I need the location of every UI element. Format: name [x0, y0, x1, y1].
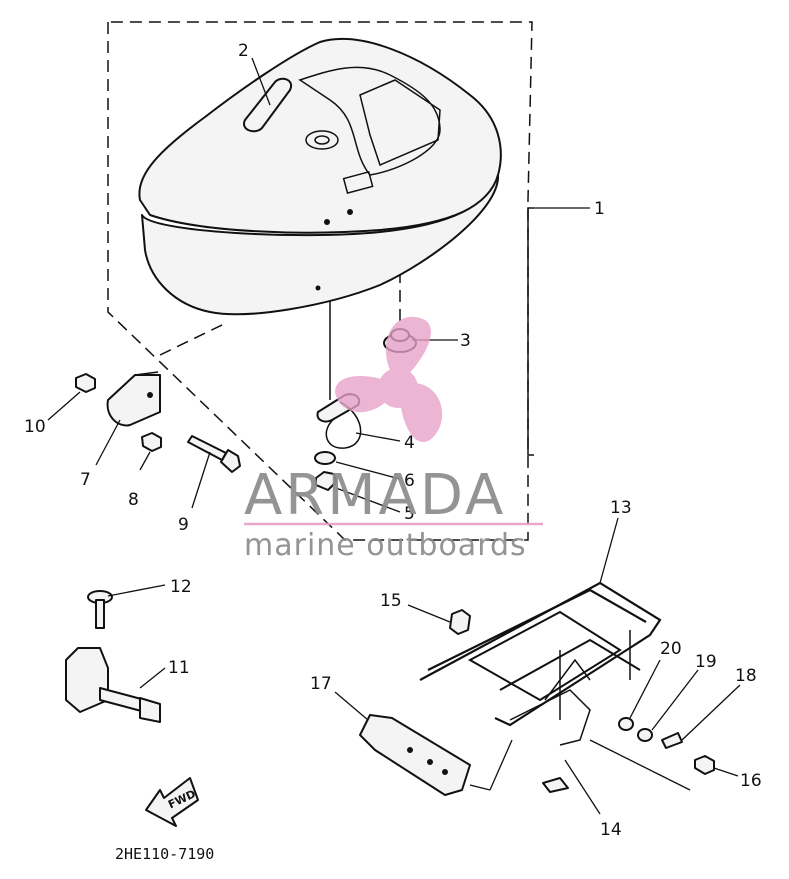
callout-12: 12 — [170, 577, 192, 597]
nut-part-8 — [141, 432, 162, 452]
hinge-bracket-part-7 — [106, 371, 161, 427]
armada-watermark: ARMADA marine outboards — [244, 316, 543, 563]
watermark-tagline: marine outboards — [244, 528, 527, 563]
cap-nut-part-16 — [694, 755, 715, 775]
callout-2: 2 — [238, 41, 249, 61]
callout-4: 4 — [404, 433, 415, 453]
leader-lines — [47, 57, 741, 815]
callout-1: 1 — [594, 199, 605, 219]
callout-bracket-1 — [527, 207, 590, 456]
callout-3: 3 — [460, 331, 471, 351]
callout-9: 9 — [178, 515, 189, 535]
callout-20: 20 — [660, 639, 682, 659]
bolt-part-18 — [661, 732, 683, 749]
callout-6: 6 — [404, 471, 415, 491]
washer-part-6 — [314, 451, 336, 465]
callout-16: 16 — [740, 771, 762, 791]
callout-19: 19 — [695, 652, 717, 672]
callout-10: 10 — [24, 417, 46, 437]
callout-14: 14 — [600, 820, 622, 840]
seat-lock-part-11 — [65, 647, 161, 723]
callout-15: 15 — [380, 591, 402, 611]
washer-part-19 — [637, 728, 653, 742]
fwd-arrow-icon: FWD — [145, 777, 199, 827]
carrier-rack-part-13 — [419, 581, 662, 746]
callout-7: 7 — [80, 470, 91, 490]
screw-part-12 — [87, 590, 113, 629]
callout-5: 5 — [404, 504, 415, 524]
drawing-code: 2HE110-7190 — [115, 845, 214, 863]
watermark-brand: ARMADA — [244, 463, 506, 528]
callout-labels: 1 2 3 4 5 6 7 8 9 10 11 12 13 14 15 16 1… — [24, 41, 762, 840]
callout-11: 11 — [168, 658, 190, 678]
spacer-part-15 — [449, 609, 471, 635]
callout-17: 17 — [310, 674, 332, 694]
seat-part-1 — [138, 38, 502, 316]
callout-18: 18 — [735, 666, 757, 686]
bolt-part-9 — [187, 435, 241, 473]
tail-cover-part-17 — [359, 714, 471, 796]
callout-8: 8 — [128, 490, 139, 510]
propeller-logo-icon — [335, 316, 443, 442]
nut-part-10 — [75, 373, 96, 393]
callout-13: 13 — [610, 498, 632, 518]
washer-part-20 — [618, 717, 634, 731]
nut-part-5 — [315, 471, 337, 491]
clip-part-14 — [542, 777, 569, 793]
